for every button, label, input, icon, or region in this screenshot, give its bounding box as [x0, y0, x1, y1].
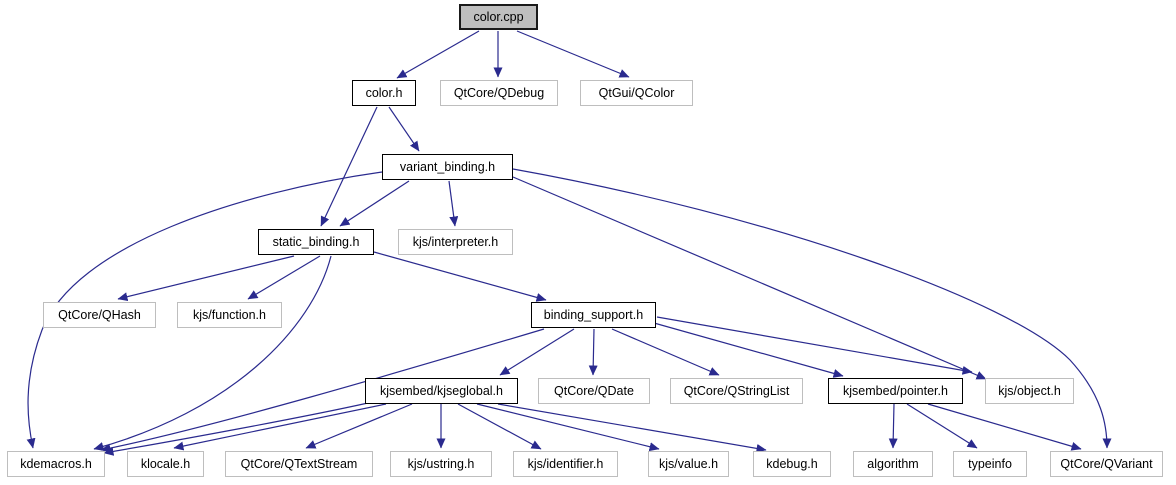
edge-binding-support-h-to-kjs-object-h [656, 316, 973, 375]
node-qtcore-qdate: QtCore/QDate [538, 378, 650, 404]
node-qtcore-qdebug: QtCore/QDebug [440, 80, 558, 106]
edge-binding-support-h-to-kjsembed-pointer-h [653, 322, 844, 378]
node-kjs-interpreter-h: kjs/interpreter.h [398, 229, 513, 255]
node-variant-binding-h[interactable]: variant_binding.h [382, 154, 513, 180]
node-algorithm: algorithm [853, 451, 933, 477]
edge-kjsembed-kjseglobal-h-to-kdebug-h [497, 403, 767, 453]
node-color-cpp: color.cpp [459, 4, 538, 30]
edge-kjsembed-kjseglobal-h-to-klocale-h [173, 403, 387, 451]
edge-kjsembed-kjseglobal-h-to-kjs-identifier-h [457, 403, 542, 450]
edge-color-h-to-static-binding-h [320, 106, 378, 227]
node-kjsembed-kjseglobal-h[interactable]: kjsembed/kjseglobal.h [365, 378, 518, 404]
edge-color-cpp-to-color-h [396, 30, 480, 79]
edge-variant-binding-h-to-static-binding-h [339, 180, 410, 227]
edge-variant-binding-h-to-kjs-object-h [512, 176, 987, 380]
edge-static-binding-h-to-kdemacros-h [93, 255, 332, 451]
edge-kjsembed-pointer-h-to-typeinfo [906, 403, 978, 449]
node-kjs-function-h: kjs/function.h [177, 302, 282, 328]
node-typeinfo: typeinfo [953, 451, 1027, 477]
node-kdebug-h: kdebug.h [753, 451, 831, 477]
edge-variant-binding-h-to-kjs-interpreter-h [448, 180, 459, 227]
edge-binding-support-h-to-kjsembed-kjseglobal-h [499, 328, 575, 376]
edge-binding-support-h-to-qtcore-qdate [588, 328, 598, 376]
edge-color-cpp-to-qtgui-qcolor [516, 30, 630, 78]
node-kjsembed-pointer-h[interactable]: kjsembed/pointer.h [828, 378, 963, 404]
node-kjs-ustring-h: kjs/ustring.h [390, 451, 492, 477]
edge-static-binding-h-to-binding-support-h [373, 251, 547, 302]
node-kdemacros-h: kdemacros.h [7, 451, 105, 477]
edge-kjsembed-pointer-h-to-algorithm [888, 403, 898, 449]
edge-kjsembed-kjseglobal-h-to-kdemacros-h [103, 402, 369, 456]
node-color-h[interactable]: color.h [352, 80, 416, 106]
node-qtcore-qvariant: QtCore/QVariant [1050, 451, 1163, 477]
edge-binding-support-h-to-qtcore-qstringlist [611, 328, 720, 376]
node-klocale-h: klocale.h [127, 451, 204, 477]
edge-static-binding-h-to-kjs-function-h [247, 255, 321, 300]
node-qtcore-qstringlist: QtCore/QStringList [670, 378, 803, 404]
node-binding-support-h[interactable]: binding_support.h [531, 302, 656, 328]
edge-color-h-to-variant-binding-h [388, 106, 420, 152]
edge-kjsembed-kjseglobal-h-to-kjs-value-h [476, 403, 660, 452]
edge-binding-support-h-to-kdemacros-h [100, 328, 545, 453]
node-kjs-value-h: kjs/value.h [648, 451, 729, 477]
node-kjs-identifier-h: kjs/identifier.h [513, 451, 618, 477]
edge-static-binding-h-to-qtcore-qhash [117, 255, 295, 302]
node-qtcore-qtextstream: QtCore/QTextStream [225, 451, 373, 477]
node-static-binding-h[interactable]: static_binding.h [258, 229, 374, 255]
edge-variant-binding-h-to-kdemacros-h [26, 171, 383, 449]
edge-kjsembed-kjseglobal-h-to-qtcore-qtextstream [305, 403, 413, 449]
node-kjs-object-h: kjs/object.h [985, 378, 1074, 404]
edge-variant-binding-h-to-qtcore-qvariant [512, 168, 1112, 449]
node-qtgui-qcolor: QtGui/QColor [580, 80, 693, 106]
edge-kjsembed-pointer-h-to-qtcore-qvariant [927, 403, 1082, 451]
node-qtcore-qhash: QtCore/QHash [43, 302, 156, 328]
